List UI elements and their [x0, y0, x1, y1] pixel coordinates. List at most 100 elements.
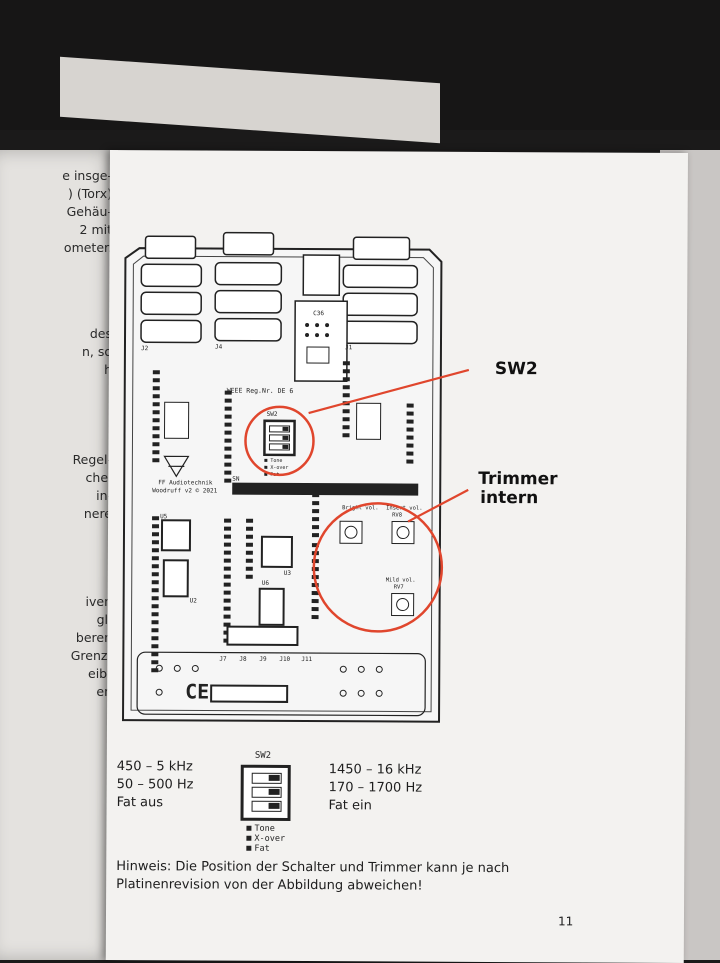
bottom-panel — [136, 651, 426, 717]
pcb-diagram: C36 J2 J4 J1 U5 U2 U3 U6 WEEE Reg.Nr. DE… — [115, 230, 450, 732]
smd-pad — [224, 430, 232, 435]
svg-text:J10: J10 — [279, 656, 290, 663]
label-u2: U2 — [190, 597, 198, 604]
smd-pad — [151, 588, 159, 593]
smd-pad — [152, 426, 160, 431]
brand-line1: FF Audiotechnik — [158, 479, 213, 486]
left-page-text-line: beren — [75, 630, 112, 645]
panel-marker — [155, 688, 163, 696]
smd-pad — [151, 532, 159, 537]
smd-pad — [152, 450, 160, 455]
smd-pad — [152, 458, 160, 463]
legend-right: 1450 – 16 kHz 170 – 1700 Hz Fat ein — [329, 761, 423, 815]
smd-pad — [342, 409, 350, 414]
smd-pad — [223, 558, 231, 563]
trimmer-label-rv7: RV7 — [394, 584, 404, 590]
smd-pad — [152, 434, 160, 439]
smd-pad — [151, 572, 159, 577]
ic-right — [355, 402, 382, 440]
smd-pad — [151, 652, 159, 657]
smd-pad — [406, 451, 414, 456]
sw2-pcb-label: SW2 — [267, 411, 278, 418]
smd-pad — [224, 470, 232, 475]
smd-pad — [152, 394, 160, 399]
smd-pad — [151, 580, 159, 585]
svg-text:J11: J11 — [301, 656, 312, 663]
smd-pad — [406, 435, 414, 440]
ic-u4 — [163, 401, 190, 439]
smd-pad — [152, 378, 160, 383]
svg-text:Tone: Tone — [270, 458, 282, 464]
smd-pad — [312, 525, 320, 530]
ic-u5 — [160, 519, 192, 552]
panel-marker — [173, 664, 181, 672]
left-page-text-line: n, so — [81, 344, 112, 359]
smd-pad — [406, 427, 414, 432]
smd-pad — [223, 582, 231, 587]
smd-pad — [312, 509, 320, 514]
hint-note: Hinweis: Die Position der Schalter und T… — [116, 859, 510, 894]
smd-pad — [245, 574, 253, 579]
smd-pad — [312, 517, 320, 522]
label-j2: J2 — [141, 345, 149, 352]
smd-pad — [223, 622, 231, 627]
left-component-column — [151, 370, 160, 673]
smd-pad — [152, 516, 160, 521]
smd-pad — [152, 370, 160, 375]
panel-marker — [339, 689, 347, 697]
label-u6: U6 — [262, 580, 270, 587]
sw2-callout-circle — [244, 405, 315, 477]
smd-pad — [245, 566, 253, 571]
label-u3: U3 — [284, 570, 292, 577]
smd-pad — [152, 442, 160, 447]
smd-pad — [342, 361, 350, 366]
smd-pad — [245, 534, 253, 539]
svg-text:J7: J7 — [219, 656, 227, 663]
mid-component-column — [223, 390, 254, 643]
jack-j4 — [214, 231, 283, 342]
smd-pad — [151, 628, 159, 633]
smd-pad — [224, 406, 232, 411]
smd-pad — [224, 438, 232, 443]
smd-pad — [223, 590, 231, 595]
bottom-connector-labels: J7 J8 J9 J10 J11 — [219, 656, 312, 663]
smd-pad — [406, 403, 414, 408]
trimmer-callout-circle — [312, 502, 444, 633]
smd-pad — [152, 418, 160, 423]
smd-pad — [152, 410, 160, 415]
page-number: 11 — [557, 914, 574, 929]
legend-left: 450 – 5 kHz 50 – 500 Hz Fat aus — [117, 758, 194, 812]
panel-marker — [375, 665, 383, 673]
sw2-legend-xover: X-over — [254, 833, 286, 844]
legend-left-tone: 450 – 5 kHz — [116, 759, 193, 775]
smd-pad — [151, 540, 159, 545]
left-page-text-line: iven — [85, 594, 112, 609]
smd-pad — [151, 548, 159, 553]
sw2-legend-fat: Fat — [254, 843, 270, 854]
smd-pad — [224, 526, 232, 531]
smd-pad — [406, 459, 414, 464]
brand-line2: Woodruff v2 © 2021 — [152, 487, 217, 494]
smd-pad — [223, 614, 231, 619]
smd-pad — [342, 393, 350, 398]
smd-pad — [245, 550, 253, 555]
svg-text:J9: J9 — [259, 656, 267, 663]
sw2-legend-title: SW2 — [254, 750, 272, 761]
smd-pad — [224, 414, 232, 419]
trimmer-insert — [391, 520, 415, 545]
smd-pad — [311, 599, 319, 604]
sw2-legend-tone: Tone — [254, 823, 275, 834]
smd-pad — [342, 369, 350, 374]
svg-text:X-over: X-over — [270, 465, 288, 471]
smd-pad — [245, 542, 253, 547]
smd-pad — [151, 620, 159, 625]
callout-trimmer-line2: intern — [480, 487, 539, 509]
smd-pad — [151, 556, 159, 561]
smd-pad — [224, 462, 232, 467]
smd-pad — [151, 644, 159, 649]
ic-u2 — [162, 559, 189, 598]
trimmer-bright — [339, 520, 363, 544]
panel-marker — [357, 689, 365, 697]
legend-right-fat: Fat ein — [328, 798, 372, 814]
